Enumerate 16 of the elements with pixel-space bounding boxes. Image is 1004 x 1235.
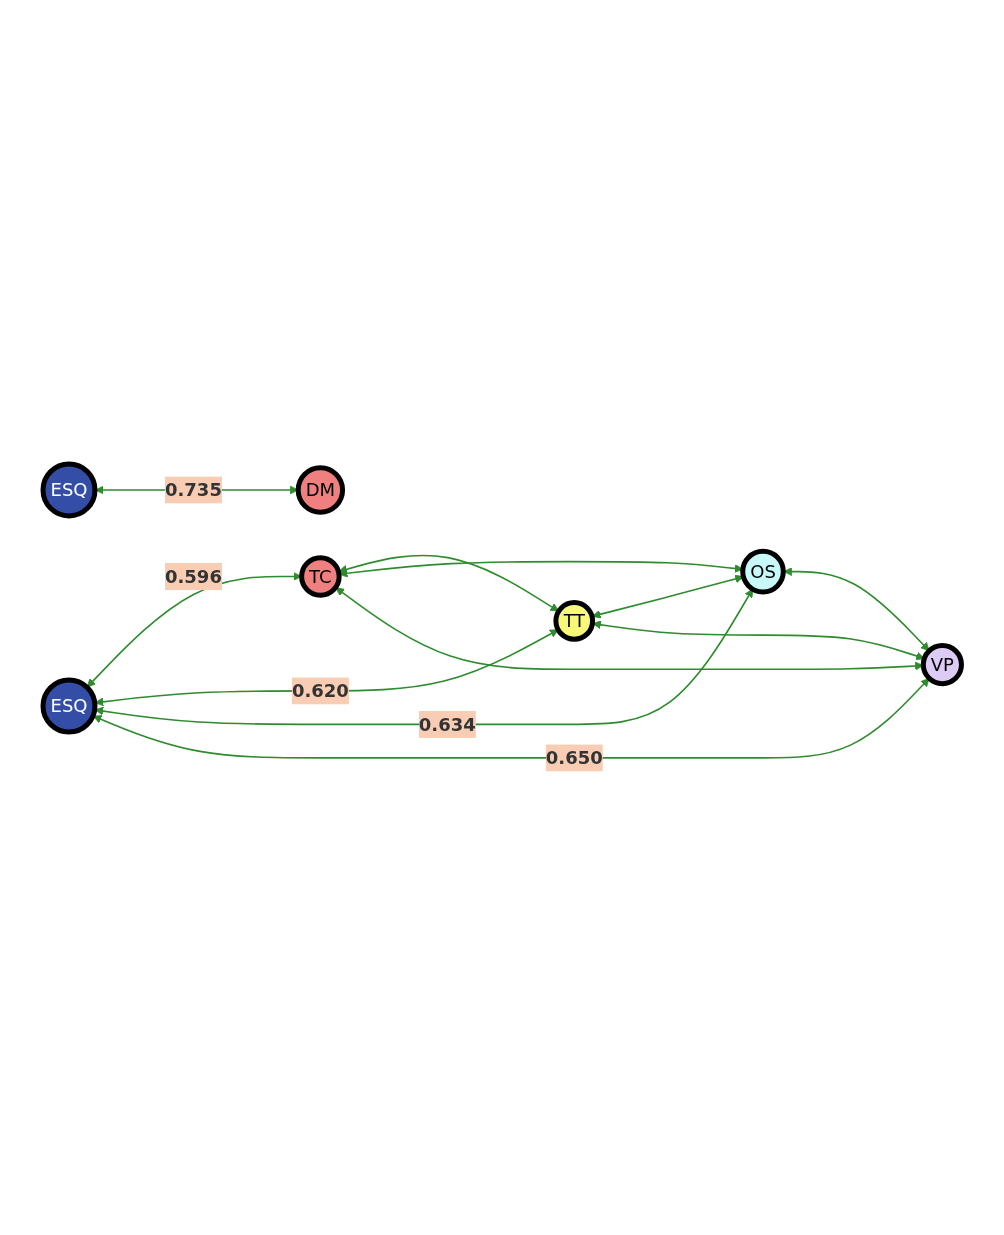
node-circle: ESQ — [40, 461, 98, 519]
node-circle: OS — [739, 548, 786, 595]
arrow — [335, 587, 924, 671]
node-circle: TC — [298, 555, 342, 598]
node-circle: VP — [920, 642, 964, 686]
node-circle: TT — [553, 599, 595, 642]
arrow — [92, 677, 930, 759]
arrow — [783, 567, 930, 652]
arrow — [338, 554, 559, 612]
edge-label: 0.735 — [164, 479, 222, 501]
node-circle: DM — [295, 465, 345, 515]
edge-label: 0.596 — [164, 565, 222, 587]
edge-label: 0.620 — [291, 680, 349, 702]
edge-label: 0.634 — [418, 713, 476, 735]
edge-label: 0.650 — [545, 747, 603, 769]
node-circle: ESQ — [40, 677, 98, 735]
